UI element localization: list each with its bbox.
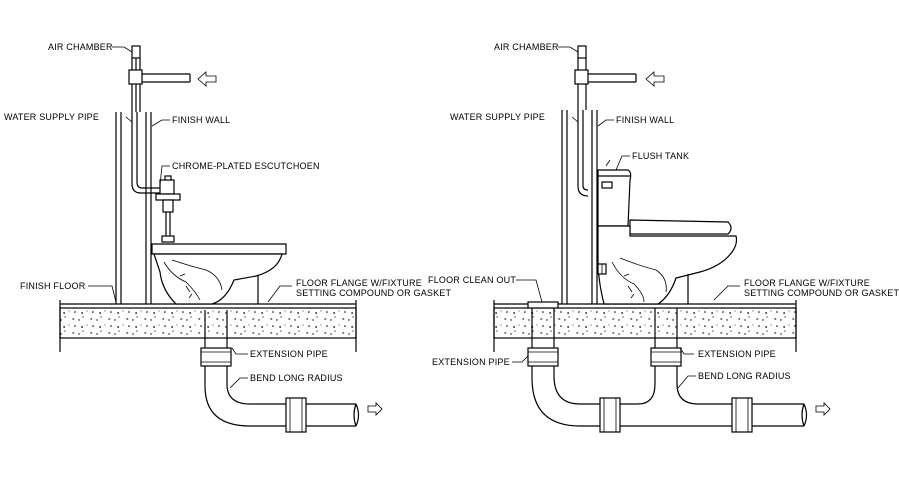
left-finish-wall	[115, 112, 152, 304]
right-outflow-arrow-icon	[815, 402, 831, 416]
left-label-extension-pipe: EXTENSION PIPE	[250, 349, 328, 359]
right-label-flush-tank: FLUSH TANK	[632, 151, 689, 161]
left-detail: AIR CHAMBER WATER SUPPLY PIPE FINISH WAL…	[4, 42, 452, 433]
right-leader-lines	[512, 46, 740, 389]
right-finish-wall	[561, 110, 598, 304]
right-label-water-supply-pipe: WATER SUPPLY PIPE	[450, 112, 545, 122]
left-air-chamber	[128, 45, 191, 112]
right-label-air-chamber: AIR CHAMBER	[494, 42, 559, 52]
left-floor-slab	[59, 300, 357, 352]
right-toilet-bowl	[597, 219, 738, 305]
left-waste-pipe	[200, 310, 360, 433]
left-label-finish-floor: FINISH FLOOR	[20, 281, 86, 291]
left-label-escutcheon: CHROME-PLATED ESCUTCHOEN	[172, 161, 320, 171]
right-label-floor-clean-out: FLOOR CLEAN OUT	[428, 275, 516, 285]
right-detail: AIR CHAMBER WATER SUPPLY PIPE FINISH WAL…	[428, 42, 899, 433]
left-label-finish-wall: FINISH WALL	[172, 115, 230, 125]
right-clean-out-pipe	[527, 301, 621, 433]
left-water-supply-pipe	[131, 112, 160, 194]
left-label-floor-flange-1: FLOOR FLANGE W/FIXTURE	[296, 278, 422, 288]
right-label-floor-flange-1: FLOOR FLANGE W/FIXTURE	[744, 278, 870, 288]
right-waste-pipe	[620, 308, 808, 433]
right-water-supply-pipe	[577, 110, 589, 197]
left-label-air-chamber: AIR CHAMBER	[48, 42, 113, 52]
right-flush-tank	[597, 159, 632, 227]
left-label-bend-long-radius: BEND LONG RADIUS	[250, 373, 343, 383]
left-toilet-bowl	[151, 243, 287, 305]
left-outflow-arrow-icon	[367, 402, 383, 416]
right-label-floor-flange-2: SETTING COMPOUND OR GASKET	[744, 288, 899, 298]
right-label-extension-pipe-right: EXTENSION PIPE	[698, 349, 776, 359]
left-leader-lines	[88, 46, 292, 389]
right-label-finish-wall: FINISH WALL	[616, 115, 674, 125]
left-label-water-supply-pipe: WATER SUPPLY PIPE	[4, 112, 99, 122]
left-flow-arrow-icon	[197, 71, 217, 87]
right-air-chamber	[574, 45, 637, 110]
right-label-extension-pipe-left: EXTENSION PIPE	[432, 357, 510, 367]
left-label-floor-flange-2: SETTING COMPOUND OR GASKET	[296, 288, 452, 298]
right-label-bend-long-radius: BEND LONG RADIUS	[698, 371, 791, 381]
left-flush-valve	[155, 175, 181, 243]
right-flow-arrow-icon	[645, 71, 665, 87]
